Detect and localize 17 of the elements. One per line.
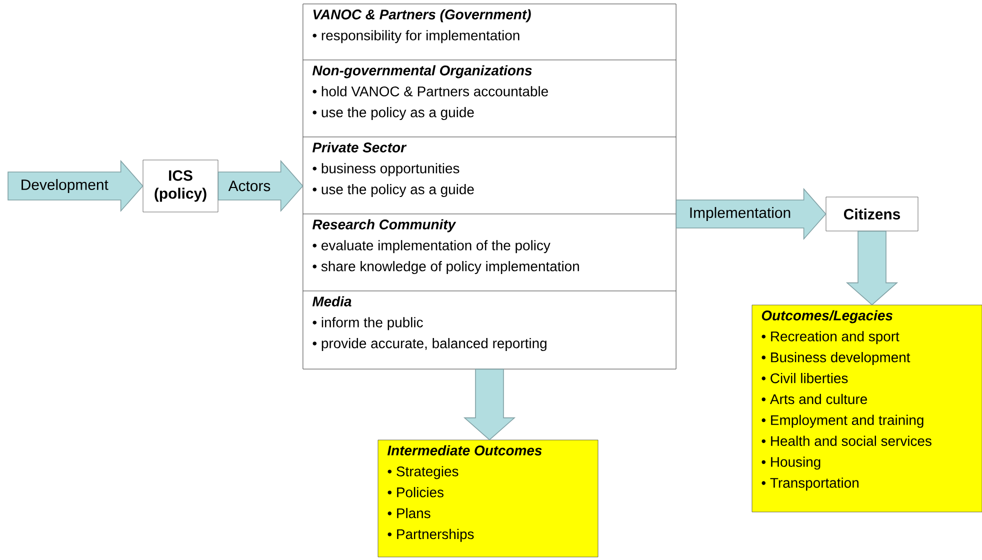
outcomes-box: Intermediate Outcomes • Strategies • Policies • Plans • Partnerships bbox=[378, 440, 598, 558]
actor-box: Private Sector • business opportunities • use the policy as a guide bbox=[302, 136, 676, 214]
citizens-box: Citizens bbox=[826, 196, 918, 232]
actor-box: Media • inform the public • provide accurate, balanced reporting bbox=[302, 290, 676, 370]
actor-box: Non-governmental Organizations • hold VANOC & Partners accountable • use the policy as a guide bbox=[302, 60, 676, 138]
edge-label: Implementation bbox=[690, 207, 790, 221]
actor-box: VANOC & Partners (Government) • responsibility for implementation bbox=[302, 4, 676, 60]
block-arrow bbox=[8, 160, 144, 212]
policy-box: ICS (policy) bbox=[142, 160, 218, 212]
block-arrow bbox=[846, 230, 898, 306]
block-arrow bbox=[676, 188, 826, 240]
actor-box: Research Community • evaluate implementation of the policy • share knowledge of policy implementation bbox=[302, 214, 676, 292]
block-arrow bbox=[463, 368, 516, 440]
block-arrow bbox=[218, 160, 304, 212]
outcomes-box: Outcomes/Legacies • Recreation and sport • Business development • Civil liberties • Arts and culture • Employment and training • Health and social services • Housing • Transportation bbox=[752, 304, 982, 512]
edge-label: Development bbox=[22, 179, 108, 193]
edge-label: Actors bbox=[228, 180, 270, 192]
